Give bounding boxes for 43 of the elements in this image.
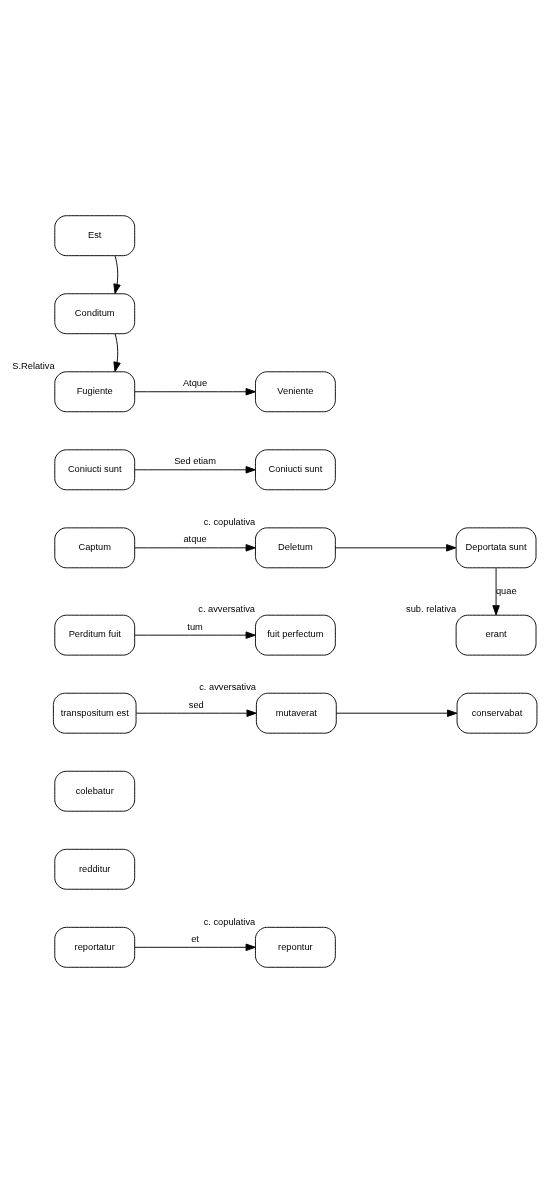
node-box: Conditum — [54, 292, 136, 334]
node-box: transpositum est — [52, 692, 137, 734]
arrow — [113, 332, 121, 372]
node-box: colebatur — [54, 770, 136, 812]
node-box: Veniente — [255, 370, 336, 412]
node-label: c. avversativa — [198, 603, 256, 614]
node-box: Deportata sunt — [455, 526, 537, 568]
node-label: sub. relativa — [406, 603, 457, 614]
node-box: reportatur — [54, 926, 136, 968]
edge-label: atque — [183, 533, 207, 544]
edge-label: Atque — [182, 377, 208, 388]
arrow — [334, 543, 457, 552]
node-label: c. copulativa — [203, 516, 256, 527]
arrow — [135, 709, 257, 717]
node-box: Coniucti sunt — [54, 448, 136, 490]
edge-label: et — [191, 933, 199, 944]
arrow — [134, 630, 256, 639]
node-box: Perditum fuit — [54, 614, 136, 656]
arrow — [134, 387, 256, 395]
node-label: c. avversativa — [199, 681, 256, 692]
arrow — [134, 543, 256, 552]
node-box: mutaverat — [255, 692, 337, 734]
edge-label: quae — [495, 585, 517, 596]
node-box: erant — [455, 614, 537, 656]
arrow — [134, 943, 256, 951]
arrow — [492, 567, 500, 615]
node-box: Est — [54, 214, 136, 256]
edge-label: tum — [187, 621, 203, 632]
edge-label: Sed etiam — [174, 455, 216, 466]
node-box: Coniucti sunt — [255, 448, 336, 490]
node-label: c. copulativa — [203, 916, 256, 927]
arrow — [335, 709, 458, 717]
node-box: repontur — [255, 926, 336, 968]
node-box: conservabat — [456, 692, 538, 734]
node-box: fuit perfectum — [255, 614, 336, 656]
node-box: Captum — [54, 526, 136, 568]
node-box: Fugiente — [54, 370, 136, 412]
arrow — [113, 254, 121, 294]
node-label: S.Relativa — [12, 360, 55, 371]
arrow — [134, 465, 256, 473]
edge-label: sed — [188, 699, 204, 710]
node-box: Deletum — [255, 526, 336, 568]
node-box: redditur — [54, 848, 136, 890]
